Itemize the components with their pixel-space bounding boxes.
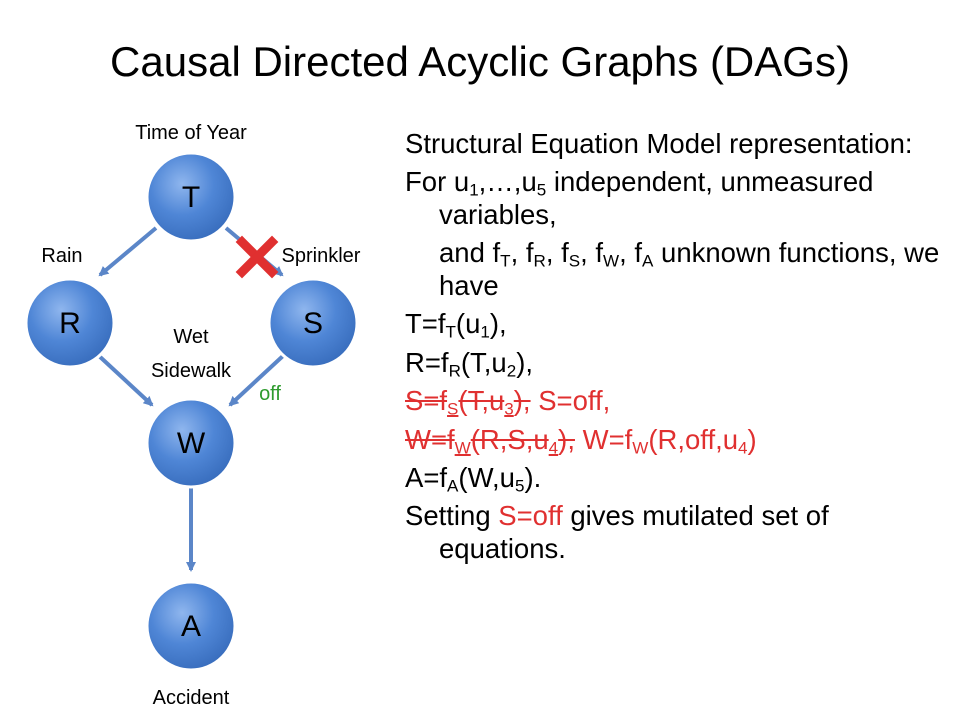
cut-x-icon xyxy=(235,235,279,279)
sub: T xyxy=(500,251,511,271)
sub: 1 xyxy=(480,322,490,342)
caption-accident: Accident xyxy=(153,687,230,709)
edge-r-to-w xyxy=(96,353,154,407)
t: gives mutilated set of equations. xyxy=(439,500,829,564)
sub: R xyxy=(533,251,546,271)
eq-w: W=fW(R,S,u4), W=fW(R,off,u4) xyxy=(405,424,950,456)
sub: 4 xyxy=(738,437,748,457)
eq-t: T=fT(u1), xyxy=(405,308,950,340)
sub: 1 xyxy=(469,180,479,200)
t: (R,off,u xyxy=(648,423,739,455)
caption-rain: Rain xyxy=(41,245,82,267)
node-t: T xyxy=(145,151,237,243)
t: W=f xyxy=(405,423,455,455)
eq-a: A=fA(W,u5). xyxy=(405,462,950,494)
node-a-label: A xyxy=(181,610,201,643)
t: ), xyxy=(516,346,534,378)
sem-for-line: For u1,…,u5 independent, unmeasured vari… xyxy=(405,166,950,231)
t: R=f xyxy=(405,346,449,378)
node-w: W xyxy=(145,397,237,489)
sub: S xyxy=(568,251,581,271)
t: S=f xyxy=(405,385,448,417)
caption-sprinkler: Sprinkler xyxy=(282,245,361,267)
slide-title: Causal Directed Acyclic Graphs (DAGs) xyxy=(110,38,850,85)
sub: 4 xyxy=(548,437,559,457)
t: ), xyxy=(489,308,507,340)
node-s-label: S xyxy=(303,307,323,340)
t: ) xyxy=(747,423,757,455)
eq-s-struck: S=fS(T,u3), xyxy=(405,385,531,419)
sub: S xyxy=(447,399,459,419)
caption-sidewalk: Sidewalk xyxy=(151,360,232,382)
node-w-label: W xyxy=(177,427,206,460)
sem-for-text: For u xyxy=(405,166,470,198)
eq-s-new: S=off, xyxy=(530,385,611,417)
t: T=f xyxy=(405,308,446,340)
t: unknown functions, we have xyxy=(439,237,940,301)
sem-heading: Structural Equation Model representation… xyxy=(405,128,913,159)
node-s: S xyxy=(267,277,359,369)
sub: W xyxy=(603,251,620,271)
t: , f xyxy=(580,237,604,269)
t: ), xyxy=(513,385,531,417)
t: and f xyxy=(439,237,501,269)
off-label: off xyxy=(259,383,281,405)
t: A=f xyxy=(405,461,448,493)
t: (R,S,u xyxy=(470,423,549,455)
eq-r: R=fR(T,u2), xyxy=(405,347,950,379)
t: (T,u xyxy=(460,346,507,378)
sub: 5 xyxy=(536,180,547,200)
t: Setting xyxy=(405,500,499,532)
t: , f xyxy=(619,237,643,269)
eq-w-struck: W=fW(R,S,u4), xyxy=(405,423,575,457)
sem-for-text: ,…,u xyxy=(478,166,537,198)
sub: R xyxy=(448,360,461,380)
t: (T,u xyxy=(458,385,505,417)
edge-t-to-r xyxy=(98,226,158,277)
setting-red: S=off xyxy=(498,500,563,532)
caption-time-of-year: Time of Year xyxy=(135,122,247,144)
eq-w-new: W=fW(R,off,u4) xyxy=(574,423,757,457)
node-r: R xyxy=(24,277,116,369)
t: ). xyxy=(524,461,542,493)
caption-wet: Wet xyxy=(173,326,209,348)
t: ), xyxy=(558,423,575,455)
node-a: A xyxy=(145,580,237,672)
sub: 2 xyxy=(506,360,517,380)
eq-s: S=fS(T,u3), S=off, xyxy=(405,385,950,417)
sub: 5 xyxy=(514,476,525,496)
sub: A xyxy=(447,476,459,496)
setting-line: Setting S=off gives mutilated set of equ… xyxy=(405,500,950,565)
sub: A xyxy=(642,251,654,271)
t: (u xyxy=(455,308,481,340)
node-r-label: R xyxy=(59,307,81,340)
t: , f xyxy=(545,237,569,269)
t: , f xyxy=(510,237,534,269)
sub: W xyxy=(454,437,471,457)
t: (W,u xyxy=(458,461,515,493)
sub: T xyxy=(445,322,456,342)
sem-text: Structural Equation Model representation… xyxy=(405,128,950,571)
sub: W xyxy=(632,437,649,457)
sem-and-line: and fT, fR, fS, fW, fA unknown functions… xyxy=(405,237,950,302)
sub: 3 xyxy=(504,399,514,419)
node-t-label: T xyxy=(182,181,200,214)
t: W=f xyxy=(574,423,633,455)
sem-for-text: independent, unmeasured variables, xyxy=(439,166,874,230)
edge-s-to-w xyxy=(228,353,286,407)
